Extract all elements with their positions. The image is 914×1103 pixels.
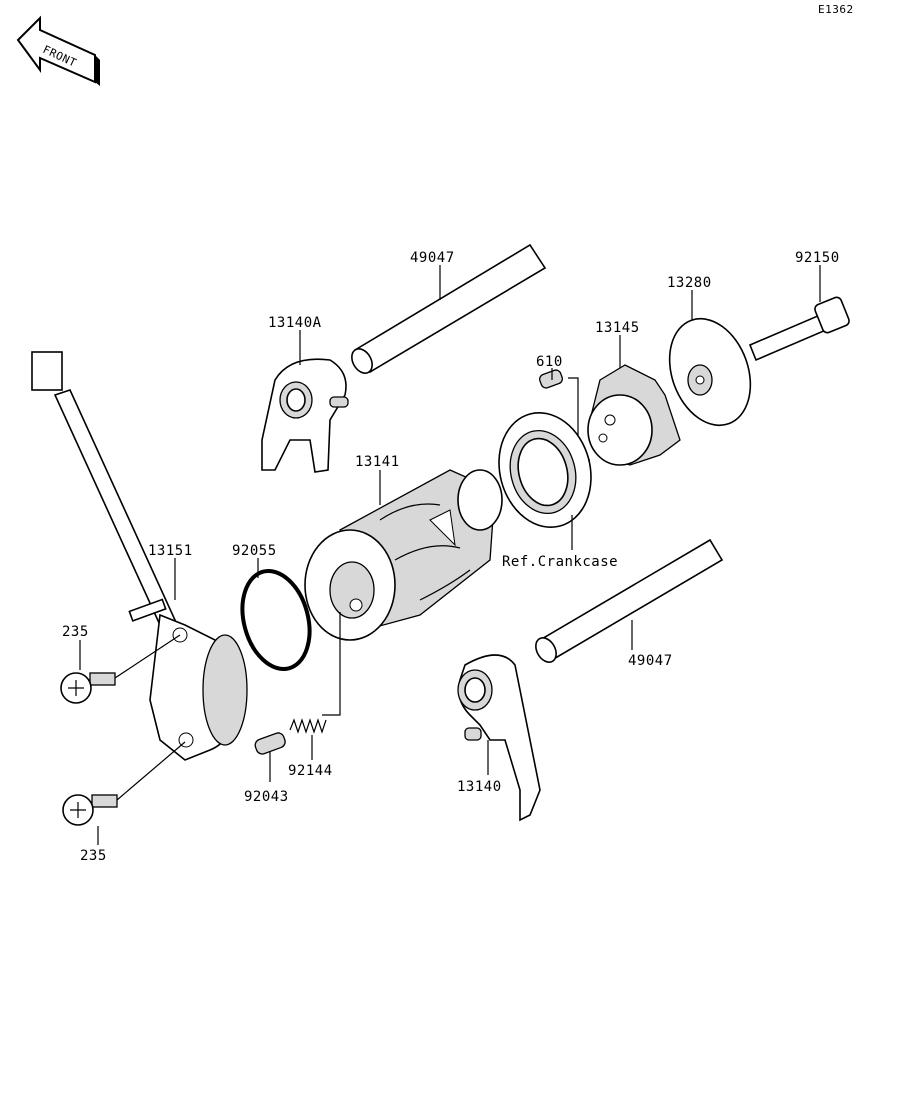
label-screw-top: 235 bbox=[62, 624, 89, 640]
label-screw-bottom: 235 bbox=[80, 848, 107, 864]
oring-part bbox=[240, 568, 312, 672]
label-fork-a: 13140A bbox=[268, 315, 322, 331]
cam-part bbox=[587, 364, 681, 466]
bolt-part bbox=[748, 296, 850, 362]
bearing-part bbox=[498, 411, 592, 529]
sensor-part bbox=[31, 351, 248, 761]
fork-a-part bbox=[261, 358, 349, 473]
pin-part bbox=[539, 369, 563, 389]
fork-part bbox=[457, 654, 541, 822]
label-plunger: 92043 bbox=[244, 789, 289, 805]
shaft-top-part bbox=[351, 243, 547, 374]
label-oring: 92055 bbox=[232, 543, 277, 559]
label-plate: 13280 bbox=[667, 275, 712, 291]
shaft-bottom-part bbox=[535, 538, 724, 663]
shift-drum-part bbox=[304, 469, 503, 641]
screw-bottom-part bbox=[62, 794, 118, 826]
label-spring: 92144 bbox=[288, 763, 333, 779]
label-pin: 610 bbox=[536, 354, 563, 370]
label-shaft-top: 49047 bbox=[410, 250, 455, 266]
label-cam: 13145 bbox=[595, 320, 640, 336]
label-shaft-bottom: 49047 bbox=[628, 653, 673, 669]
front-arrow-icon: FRONT bbox=[16, 15, 100, 86]
plate-part bbox=[668, 317, 752, 427]
screw-top-part bbox=[60, 672, 116, 704]
label-sensor: 13151 bbox=[148, 543, 193, 559]
label-drum: 13141 bbox=[355, 454, 400, 470]
plunger-part bbox=[254, 732, 286, 755]
diagram-id: E1362 bbox=[818, 3, 854, 16]
label-bolt: 92150 bbox=[795, 250, 840, 266]
label-fork: 13140 bbox=[457, 779, 502, 795]
label-ref-crankcase: Ref.Crankcase bbox=[502, 554, 618, 570]
spring-part bbox=[289, 718, 327, 734]
